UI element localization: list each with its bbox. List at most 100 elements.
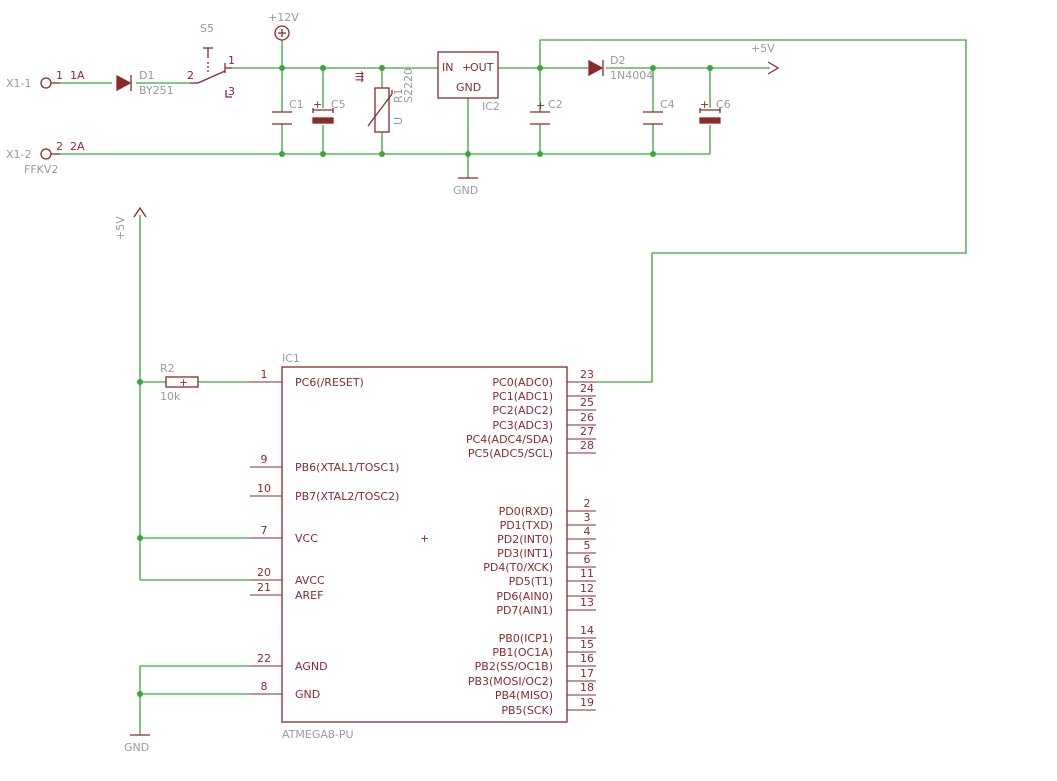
- ic1-pin-number: 27: [580, 425, 594, 438]
- ic1-pin-number: 12: [580, 582, 594, 595]
- ic1-pin-number: 8: [261, 680, 268, 693]
- ic1-pin-label: PB6(XTAL1/TOSC1): [295, 461, 399, 474]
- ic1-pin-number: 14: [580, 624, 594, 637]
- switch-s5: S5 2 1 3: [187, 22, 235, 98]
- ic1-value: ATMEGA8-PU: [282, 728, 354, 741]
- c2-name: C2: [548, 98, 563, 111]
- terminal-icon: [40, 148, 52, 160]
- ic1-pin-label: PB2(SS/OC1B): [475, 660, 553, 673]
- ic1-pin-number: 25: [580, 396, 594, 409]
- ic1-pin-label: PC1(ADC1): [492, 390, 553, 403]
- ic1-pin-label: PC3(ADC3): [492, 419, 553, 432]
- d1-name: D1: [139, 69, 154, 82]
- capacitor-c6: + C6: [699, 98, 731, 124]
- svg-text:⇶: ⇶: [355, 70, 364, 83]
- capacitor-c4: C4: [643, 98, 675, 125]
- x1-2-name: X1-2: [6, 148, 32, 161]
- ic1-pin-number: 7: [261, 524, 268, 537]
- vcc5-top-label: +5V: [751, 42, 775, 55]
- ic1-pin-number: 6: [584, 553, 591, 566]
- supply-arrow-icon: [133, 206, 147, 218]
- connector-x1-1: X1-1 1 1A: [6, 69, 85, 90]
- ic1-pin-number: 24: [580, 382, 594, 395]
- s5-pin2: 2: [187, 69, 194, 82]
- ic1-pin-label: PB1(OC1A): [492, 646, 553, 659]
- r1-name: R1: [392, 88, 405, 103]
- svg-text:+: +: [313, 98, 322, 111]
- svg-text:+: +: [536, 99, 545, 112]
- ic1-pin-label: VCC: [295, 532, 318, 545]
- connector-x1-2: X1-2 2 2A FFKV2: [6, 140, 85, 176]
- c4-name: C4: [660, 98, 675, 111]
- ic1-pin-number: 21: [257, 581, 271, 594]
- ic-body: [281, 366, 568, 723]
- ic2-name: IC2: [482, 100, 500, 113]
- ic1-pin-number: 3: [584, 511, 591, 524]
- terminal-icon: [40, 77, 52, 89]
- supply-5v-top: +5V: [751, 42, 780, 75]
- regulator-ic2: IN + OUT GND IC2: [437, 51, 500, 113]
- ic1-pin-label: PB0(ICP1): [499, 632, 553, 645]
- ic1-pin-label: PD1(TXD): [500, 519, 553, 532]
- x1-1-pin: 1: [56, 69, 63, 82]
- c5-name: C5: [331, 98, 346, 111]
- ic1-pin-label: PB7(XTAL2/TOSC2): [295, 490, 399, 503]
- x1-2-value: FFKV2: [24, 163, 58, 176]
- diode-icon: [116, 74, 132, 92]
- ic1-pin-label: AREF: [295, 589, 323, 602]
- ic1-pin-label: PD7(AIN1): [496, 604, 553, 617]
- r2-value: 10k: [160, 390, 181, 403]
- supply-5v-left: +5V: [114, 206, 147, 240]
- r1-value: S2220: [402, 68, 415, 103]
- x1-1-pad: 1A: [70, 69, 85, 82]
- ic1-pin-number: 15: [580, 638, 594, 651]
- s5-pin1: 1: [228, 54, 235, 67]
- ic1-pin-label: PD0(RXD): [499, 505, 553, 518]
- ic1-pin-number: 28: [580, 439, 594, 452]
- switch-lever-icon: [197, 70, 226, 84]
- ground-bottom: GND: [124, 734, 150, 754]
- vcc12-label: +12V: [268, 11, 299, 24]
- x1-1-name: X1-1: [6, 77, 32, 90]
- ic1-pin-number: 20: [257, 566, 271, 579]
- s5-pin3: 3: [228, 85, 235, 98]
- capacitor-c1: C1: [272, 98, 304, 125]
- ic1-pin-number: 5: [584, 539, 591, 552]
- vcc5-left-label: +5V: [114, 216, 127, 240]
- ic1-pin-number: 26: [580, 411, 594, 424]
- ic1-pin-label: PC5(ADC5/SCL): [468, 447, 553, 460]
- ic2-out: OUT: [470, 61, 494, 74]
- ic1-pin-label: PB5(SCK): [501, 704, 553, 717]
- x1-2-pin: 2: [56, 140, 63, 153]
- resistor-r2: + R2 10k: [160, 362, 199, 403]
- ic1-pin-number: 19: [580, 696, 594, 709]
- ic2-gnd: GND: [456, 81, 481, 94]
- capacitor-c2: + C2: [530, 98, 563, 125]
- ic1-pin-number: 13: [580, 596, 594, 609]
- ic1-right-pins: 23PC0(ADC0)24PC1(ADC1)25PC2(ADC2)26PC3(A…: [466, 368, 596, 717]
- ic1-pin-number: 4: [584, 525, 591, 538]
- ic1-pin-number: 16: [580, 652, 594, 665]
- d1-value: BY251: [139, 84, 174, 97]
